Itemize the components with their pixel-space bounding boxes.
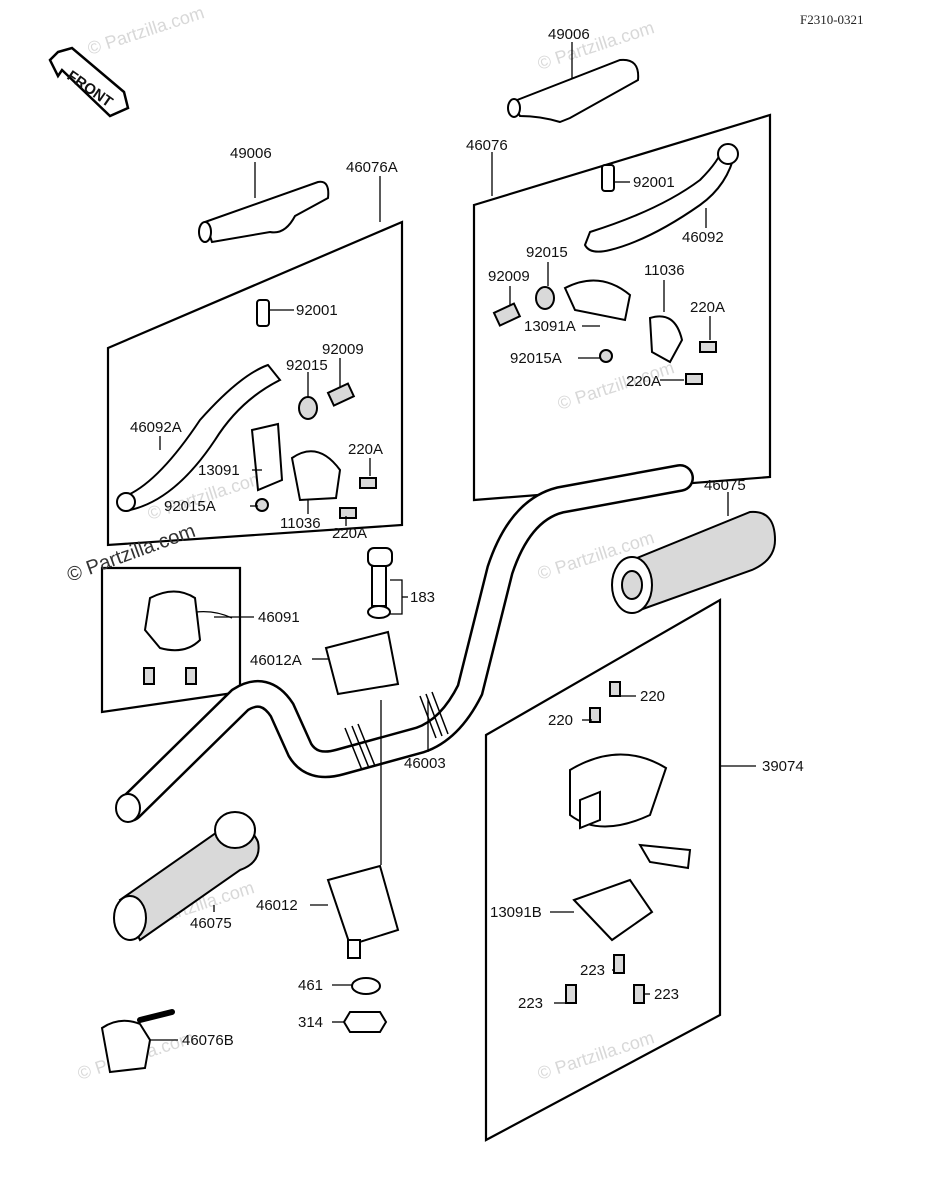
handlebar-holder-upper-icon xyxy=(324,547,400,865)
label-92015-left: 92015 xyxy=(286,357,328,374)
label-46076b: 46076B xyxy=(182,1032,234,1049)
label-49006-top: 49006 xyxy=(548,26,590,43)
label-92015a-right: 92015A xyxy=(510,350,562,367)
left-brake-lever-icon xyxy=(116,299,377,519)
throttle-panel xyxy=(484,598,722,1142)
label-46075-right: 46075 xyxy=(704,477,746,494)
label-49006-left: 49006 xyxy=(230,145,272,162)
right-grip-icon xyxy=(611,510,777,614)
throttle-housing-icon xyxy=(565,681,692,1004)
label-13091: 13091 xyxy=(198,462,240,479)
right-brake-lever-icon xyxy=(492,143,739,385)
label-46012: 46012 xyxy=(256,897,298,914)
label-92015a-left: 92015A xyxy=(164,498,216,515)
label-92001-left: 92001 xyxy=(296,302,338,319)
label-46092a: 46092A xyxy=(130,419,182,436)
label-220a-right-1: 220A xyxy=(690,299,725,316)
label-220-1: 220 xyxy=(640,688,665,705)
label-92015-right: 92015 xyxy=(526,244,568,261)
watermark-1: © Partzilla.com xyxy=(85,2,207,59)
label-46091: 46091 xyxy=(258,609,300,626)
label-220-2: 220 xyxy=(548,712,573,729)
label-461: 461 xyxy=(298,977,323,994)
label-314: 314 xyxy=(298,1014,323,1031)
copyright-watermark: © Partzilla.com xyxy=(64,520,198,587)
handlebar-holder-lower-icon xyxy=(326,864,400,1033)
lever-cover-left-icon xyxy=(198,180,330,244)
switch-housing-icon xyxy=(143,590,233,685)
leader-lines xyxy=(150,42,756,1041)
label-220a-right-2: 220A xyxy=(626,373,661,390)
label-92001-right: 92001 xyxy=(633,174,675,191)
label-39074: 39074 xyxy=(762,758,804,775)
label-220a-left-1: 220A xyxy=(348,441,383,458)
label-46092: 46092 xyxy=(682,229,724,246)
label-183: 183 xyxy=(410,589,435,606)
label-223-1: 223 xyxy=(518,995,543,1012)
front-arrow-icon: FRONT xyxy=(48,46,130,118)
label-46075-left: 46075 xyxy=(190,915,232,932)
right-lever-panel xyxy=(472,113,772,502)
label-11036-right: 11036 xyxy=(644,262,685,279)
label-46076a: 46076A xyxy=(346,159,398,176)
label-92009-right: 92009 xyxy=(488,268,530,285)
choke-lever-icon xyxy=(100,1009,175,1074)
label-13091b: 13091B xyxy=(490,904,542,921)
part-labels: 49006 49006 46076A 46076 92001 92015 920… xyxy=(130,26,804,1049)
label-223-3: 223 xyxy=(654,986,679,1003)
label-92009-left: 92009 xyxy=(322,341,364,358)
label-46076: 46076 xyxy=(466,137,508,154)
label-223-2: 223 xyxy=(580,962,605,979)
label-13091a: 13091A xyxy=(524,318,576,335)
label-46003: 46003 xyxy=(404,755,446,772)
lever-cover-top-icon xyxy=(507,58,640,124)
label-11036-left: 11036 xyxy=(280,515,321,532)
left-grip-icon xyxy=(113,811,260,942)
label-220a-left-2: 220A xyxy=(332,525,367,542)
left-lever-panel xyxy=(106,220,404,547)
reference-code: F2310-0321 xyxy=(800,12,864,27)
label-46012a: 46012A xyxy=(250,652,302,669)
watermark-6: © Partzilla.com xyxy=(535,1027,657,1084)
